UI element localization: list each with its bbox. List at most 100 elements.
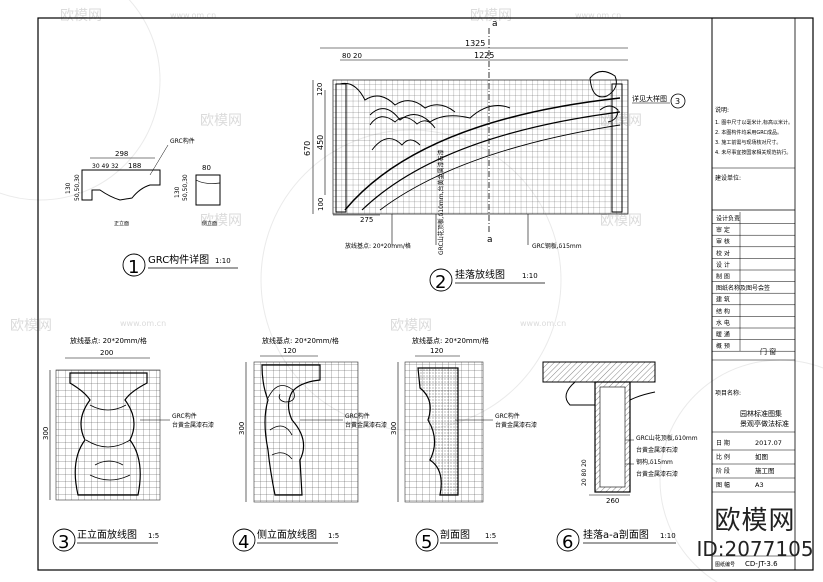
figure-6-title: 挂落a-a剖面图 — [583, 528, 649, 541]
section-marker-bottom: a — [487, 235, 493, 245]
drawing-name-2: 景观亭做法标准 — [740, 419, 789, 428]
figure-4-side-elevation: 放线基点: 20*20mm/格 120 300 GRC构件 台黄金属漆石漆 4 … — [232, 336, 387, 553]
dim-top-inner: 1225 — [474, 51, 494, 60]
grid-note-fig2: 放线基点: 20*20mm/格 — [345, 242, 411, 250]
figure-5-number: 5 — [421, 532, 432, 553]
drawing-name-1: 园林标准图集 — [740, 409, 782, 418]
figure-4-title: 侧立面放线图 — [257, 528, 317, 541]
title-block-row-label: 制 图 — [716, 273, 730, 281]
dim-comp-298: 298 — [115, 150, 128, 158]
title-block-row-label: 建 筑 — [716, 296, 730, 304]
grc-tag1-fig5: GRC构件 — [495, 412, 520, 420]
aa-note2: 台黄金属漆石漆 — [636, 446, 678, 454]
figure-3-title: 正立面放线图 — [77, 528, 137, 541]
dim-comp-188: 188 — [128, 162, 141, 170]
project-label: 门 窗 — [760, 347, 776, 356]
dim-front-300: 300 — [42, 427, 50, 440]
watermark-logo: 欧模网 — [200, 113, 242, 129]
badge-logo: 欧模网 — [714, 506, 796, 536]
title-block-row-label: 校 对 — [716, 249, 730, 257]
title-block-info-value: A3 — [755, 481, 764, 489]
watermark-logo: 欧模网 — [60, 8, 102, 24]
note-line-4: 4. 未尽事宜按国家相关规范执行。 — [715, 149, 791, 156]
title-block-info-value: 2017.07 — [755, 439, 782, 447]
watermark-logo: 欧模网 — [600, 213, 642, 229]
side-view-small-label: 侧立面 — [202, 220, 217, 227]
figure-3-front-elevation: 放线基点: 20*20mm/格 200 300 GRC构件 台黄金属漆石漆 3 … — [42, 336, 214, 553]
watermark-logo: 欧模网 — [390, 318, 432, 334]
dim-comp-side-5050: 50,50,30 — [182, 174, 189, 201]
title-block-row-label: 概 预 — [716, 342, 730, 350]
dim-sec-300: 300 — [390, 422, 398, 435]
grid-note-fig5: 放线基点: 20*20mm/格 — [412, 336, 489, 345]
notes-heading: 说明: — [715, 106, 729, 114]
dim-top-left-a: 80 — [342, 52, 351, 60]
title-block-row-label: 设计负责 — [716, 215, 740, 223]
figure-6-aa-section: 260 20 80 20 GRC山花顶板,δ10mm 台黄金属漆石漆 钢构,δ1… — [542, 361, 698, 553]
title-block-info-value: 如图 — [755, 452, 768, 461]
figure-4-scale: 1:5 — [328, 532, 339, 540]
figure-4-number: 4 — [238, 532, 249, 553]
id-badge: 欧模网 ID:2077105 — [690, 500, 820, 561]
dim-left-bottom: 100 — [317, 198, 325, 211]
watermark-url: www.om.cn — [120, 319, 166, 328]
grc-component-label: GRC构件 — [170, 137, 195, 145]
figure-5-section: 放线基点: 20*20mm/格 120 300 GRC构件 台黄金属漆石漆 5 … — [390, 336, 537, 553]
aa-note4: 台黄金属漆石漆 — [636, 470, 678, 478]
note-line-1: 1. 图中尺寸以毫米计,标高以米计。 — [715, 119, 793, 126]
dim-comp-5050: 50,50,30 — [74, 174, 81, 201]
title-block-row-label: 结 构 — [716, 307, 730, 315]
grid-note-fig3: 放线基点: 20*20mm/格 — [70, 336, 147, 345]
figure-2-number: 2 — [435, 272, 446, 293]
figure-2-title: 挂落放线图 — [455, 268, 505, 281]
watermark-url: www.om.cn — [575, 11, 621, 20]
watermark-logo: 欧模网 — [470, 8, 512, 24]
dim-left-mid: 450 — [316, 135, 325, 150]
sheet-number: CD-JT-3.6 — [745, 560, 778, 568]
dim-top-left-b: 20 — [353, 52, 362, 60]
figure-6-scale: 1:10 — [660, 532, 676, 540]
title-block-row-label: 水 电 — [716, 319, 730, 327]
title-block-info-key: 日 期 — [716, 439, 730, 447]
watermark-url: www.om.cn — [170, 11, 216, 20]
dim-aa-vertical: 20 80 20 — [581, 459, 588, 486]
front-view-small-label: 正立面 — [114, 220, 129, 227]
figure-3-scale: 1:5 — [148, 532, 159, 540]
title-block-info-key: 阶 段 — [716, 467, 730, 475]
sheet-number-label: 图纸编号 — [715, 561, 735, 568]
figure-1-scale: 1:10 — [215, 257, 231, 265]
figure-2-scale: 1:10 — [522, 272, 538, 280]
badge-id: ID:2077105 — [696, 537, 814, 561]
dim-bottom-275: 275 — [360, 216, 373, 224]
grc-tag2-fig3: 台黄金属漆石漆 — [172, 421, 214, 429]
dim-side-300: 300 — [238, 422, 246, 435]
dim-comp-side-80: 80 — [202, 164, 211, 172]
title-block-row-label: 暖 通 — [716, 331, 730, 339]
title-block-info-key: 图 幅 — [716, 481, 730, 489]
grid-note-fig4: 放线基点: 20*20mm/格 — [262, 336, 339, 345]
dim-front-200: 200 — [100, 349, 113, 357]
title-block-row-label: 审 定 — [716, 226, 730, 234]
watermark-url: www.om.cn — [520, 319, 566, 328]
title-block: 说明: 1. 图中尺寸以毫米计,标高以米计。 2. 本图构件均采用GRC成品。 … — [711, 18, 796, 570]
grc-note1-fig2: GRC山花顶板,δ10mm,台黄金属漆石漆 — [437, 149, 445, 255]
section-marker-top: a — [492, 19, 498, 29]
designer-heading: 建设单位: — [715, 174, 741, 182]
title-block-info-key: 比 例 — [716, 453, 730, 461]
aa-note1: GRC山花顶板,δ10mm — [636, 434, 698, 442]
figure-1-number: 1 — [128, 257, 139, 278]
grc-tag1-fig3: GRC构件 — [172, 412, 197, 420]
figure-1-title: GRC构件详图 — [148, 253, 209, 266]
grc-tag2-fig5: 台黄金属漆石漆 — [495, 421, 537, 429]
grc-tag2-fig4: 台黄金属漆石漆 — [345, 421, 387, 429]
figure-1-component-detail: 298 30 49 32 188 GRC构件 130 50,50,30 正立面 … — [65, 137, 238, 278]
dim-left-total: 670 — [303, 141, 312, 156]
watermark-logo: 欧模网 — [10, 318, 52, 334]
figure-5-title: 剖面图 — [440, 528, 470, 541]
title-block-info-value: 施工图 — [755, 466, 775, 475]
figure-6-number: 6 — [562, 532, 573, 553]
aa-note3: 钢构,δ15mm — [636, 458, 673, 466]
